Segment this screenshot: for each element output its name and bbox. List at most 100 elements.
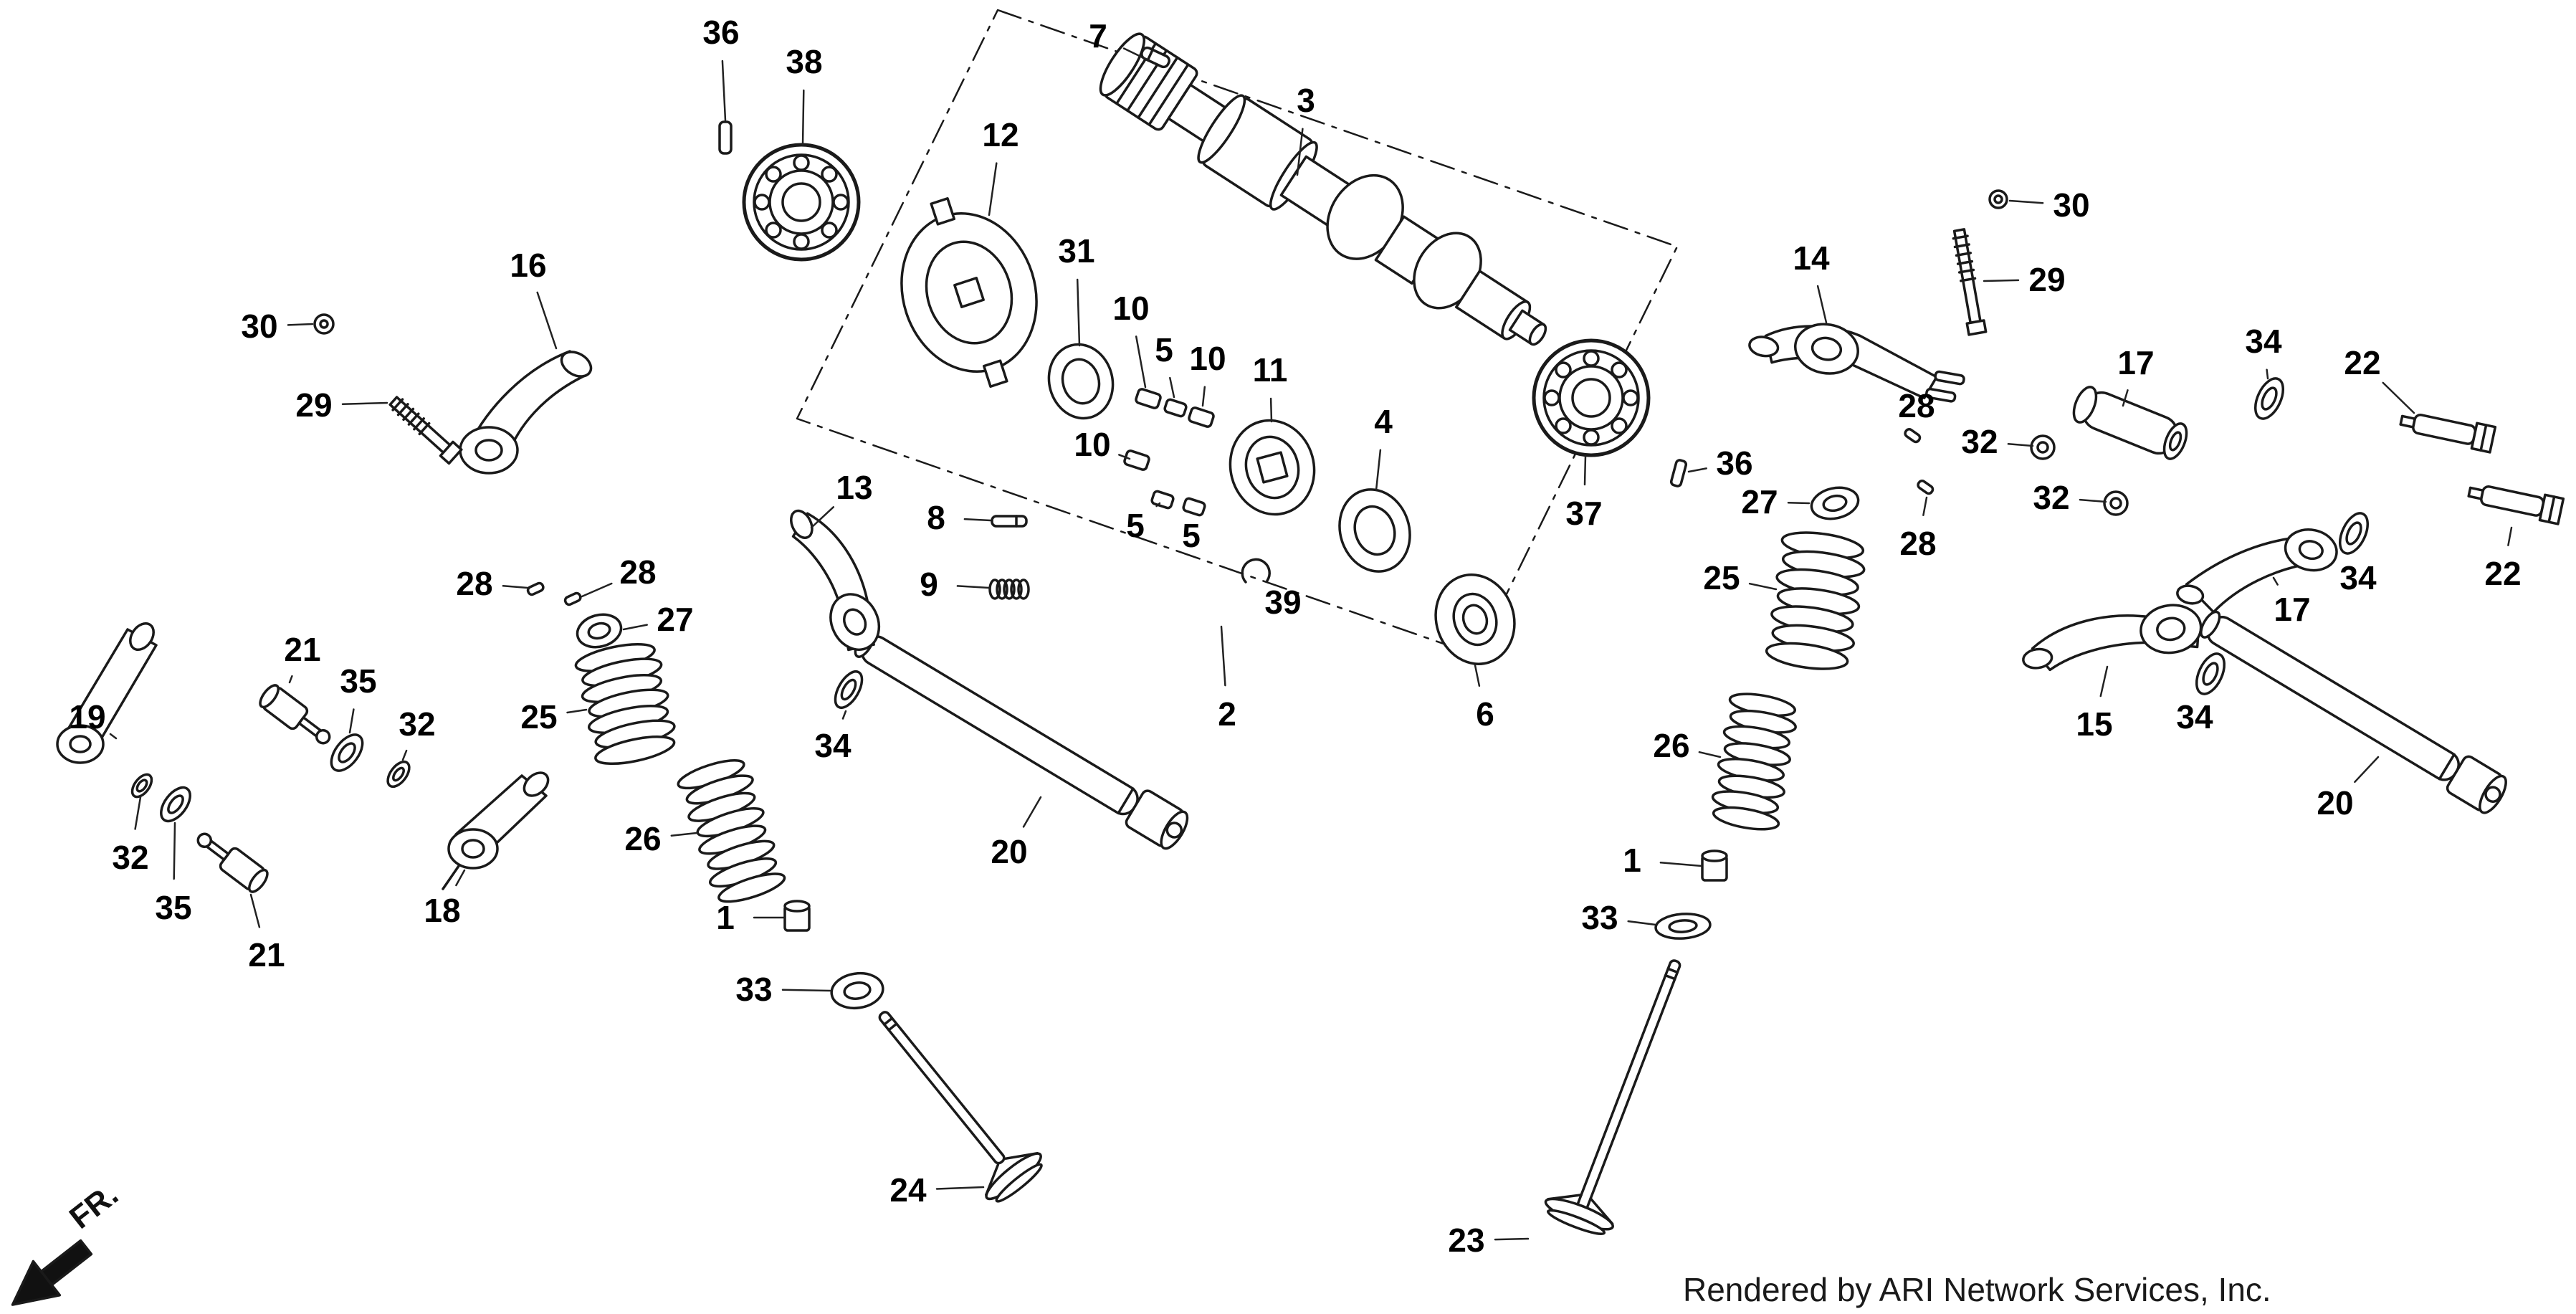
spring-seat-1-left bbox=[783, 900, 811, 932]
ring-32-upper bbox=[386, 760, 411, 789]
seal-ring-4 bbox=[1338, 488, 1411, 573]
leader-line bbox=[1474, 664, 1481, 687]
washer-34-b bbox=[2338, 512, 2370, 555]
rocker-shaft-20-left bbox=[854, 629, 1189, 850]
adjusting-screw-29-left bbox=[388, 396, 463, 465]
leader-line bbox=[622, 624, 648, 631]
leader-line bbox=[1135, 335, 1147, 389]
dowel-pin-7 bbox=[1140, 46, 1170, 69]
leader-line bbox=[536, 291, 558, 350]
leader-line bbox=[2354, 756, 2380, 784]
leader-line bbox=[1169, 376, 1175, 399]
washer-35-lower bbox=[160, 786, 191, 823]
rocker-arm-14 bbox=[1748, 323, 1965, 403]
leader-line bbox=[1922, 496, 1928, 516]
leader-line bbox=[988, 162, 998, 216]
pin-36-top bbox=[718, 120, 733, 155]
leader-line bbox=[2122, 389, 2129, 407]
nut-32-right-b bbox=[2103, 490, 2129, 516]
fr-arrow-icon bbox=[11, 1239, 93, 1306]
valve-spring-25-left bbox=[574, 642, 676, 766]
leader-line bbox=[963, 518, 992, 522]
leader-line bbox=[670, 832, 698, 837]
credit-text: Rendered by ARI Network Services, Inc. bbox=[1683, 1271, 2271, 1308]
leader-line bbox=[2079, 498, 2107, 503]
retainer-33-right bbox=[1654, 913, 1712, 940]
leader-line bbox=[2382, 381, 2415, 414]
assembly-boundary-box bbox=[796, 9, 1679, 657]
leader-line bbox=[2008, 199, 2044, 204]
leader-line bbox=[1698, 751, 1722, 758]
locknut-30-left bbox=[313, 313, 335, 335]
pin-36-right bbox=[1669, 459, 1688, 487]
leader-line bbox=[173, 822, 176, 880]
spring-seat-1-right bbox=[1701, 849, 1728, 882]
valve-spring-25-right bbox=[1765, 531, 1866, 670]
leader-line bbox=[1375, 449, 1382, 492]
thrust-washer-31 bbox=[1047, 343, 1115, 420]
locknut-30-right bbox=[1988, 189, 2008, 209]
nut-32-right-a bbox=[2030, 434, 2056, 460]
leader-line bbox=[1022, 796, 1042, 828]
leader-line bbox=[581, 582, 613, 598]
rocker-shaft-20-right bbox=[2200, 610, 2507, 814]
ring-27-right bbox=[1810, 486, 1860, 520]
spring-pin-9 bbox=[988, 579, 1030, 600]
valve-24 bbox=[878, 1011, 1043, 1203]
leader-line bbox=[401, 749, 408, 761]
leader-line bbox=[1296, 128, 1304, 176]
leader-line bbox=[1627, 920, 1657, 926]
seal-ring-6 bbox=[1434, 573, 1516, 665]
leader-line bbox=[109, 733, 118, 740]
leader-line bbox=[566, 708, 588, 714]
leader-line bbox=[2507, 526, 2513, 546]
leader-line bbox=[1220, 625, 1226, 687]
ring-32-lower bbox=[130, 773, 153, 799]
lever-arm-18 bbox=[442, 771, 550, 890]
leader-line bbox=[2007, 442, 2034, 447]
tappet-21-lower bbox=[196, 832, 269, 893]
valve-spring-26-right bbox=[1711, 692, 1797, 831]
ball-bearing-37 bbox=[1532, 338, 1651, 457]
leader-line bbox=[956, 585, 991, 589]
washer-34-c bbox=[2195, 652, 2226, 695]
tappet-21-upper bbox=[259, 684, 331, 745]
leader-line bbox=[1155, 502, 1161, 508]
leader-line bbox=[841, 710, 847, 720]
leader-line bbox=[1687, 467, 1707, 473]
leader-line bbox=[455, 869, 466, 887]
leader-line bbox=[1983, 279, 2020, 282]
ring-27-left bbox=[576, 613, 623, 649]
retainer-33-left bbox=[830, 971, 884, 1010]
washer-34-a bbox=[2253, 377, 2285, 420]
leader-line bbox=[249, 893, 261, 928]
leader-line bbox=[1122, 47, 1150, 62]
rocker-arm-13 bbox=[790, 509, 881, 652]
pin-28-left-a bbox=[526, 581, 545, 596]
leader-line bbox=[288, 675, 293, 684]
leader-line bbox=[781, 989, 831, 992]
leader-line bbox=[341, 401, 388, 406]
tappet-screw-22-b bbox=[2467, 485, 2565, 525]
adjusting-screw-29-right bbox=[1952, 228, 1988, 336]
tappet-screw-22-a bbox=[2399, 414, 2497, 454]
valve-keepers-10-5 bbox=[1123, 388, 1215, 517]
leader-line bbox=[935, 1186, 985, 1190]
rocker-arm-16 bbox=[459, 350, 593, 475]
leader-line bbox=[1118, 454, 1131, 460]
leader-line bbox=[502, 584, 529, 589]
leader-line bbox=[348, 708, 355, 734]
fr-label: FR. bbox=[63, 1177, 125, 1236]
cam-plate-12 bbox=[900, 197, 1038, 388]
clip-39 bbox=[1241, 558, 1271, 584]
washer-35-upper bbox=[330, 733, 364, 772]
leader-line bbox=[2272, 576, 2279, 586]
leader-line bbox=[1269, 397, 1273, 423]
rocker-arm-17 bbox=[2176, 528, 2338, 614]
pin-28-right-a bbox=[1904, 427, 1922, 444]
valve-23 bbox=[1544, 959, 1681, 1236]
shaft-sleeve-17 bbox=[2072, 386, 2188, 460]
pin-8 bbox=[991, 515, 1028, 528]
